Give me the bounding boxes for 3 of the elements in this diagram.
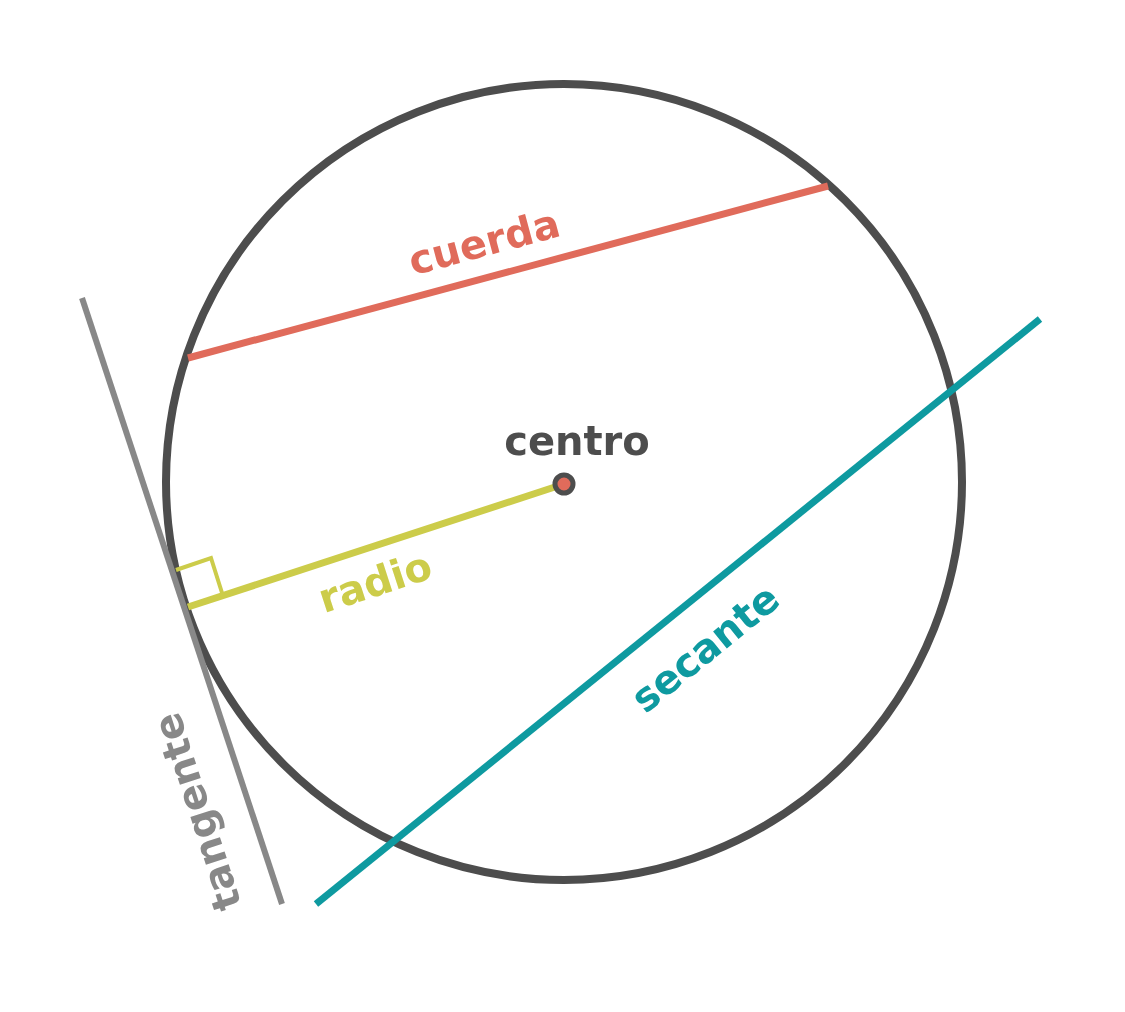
center-label: centro: [504, 421, 650, 461]
radius-label: radio: [313, 544, 437, 620]
chord-label: cuerda: [404, 202, 564, 282]
